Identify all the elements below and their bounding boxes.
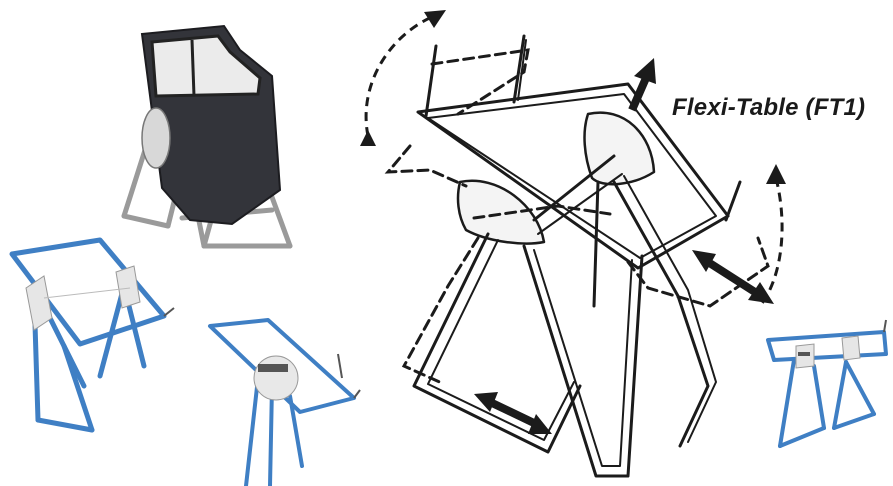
curved-dashed-arrow-top (360, 10, 446, 146)
door-on-stand-photo (121, 24, 293, 249)
blue-stand-photo-middle (208, 318, 361, 486)
flexi-table-line-drawing (360, 10, 786, 478)
blue-stand-photo-right (766, 319, 888, 448)
straight-arrow-up (628, 58, 656, 112)
double-arrow-right (692, 250, 774, 304)
curved-dashed-arrow-right (758, 164, 786, 307)
double-arrow-bottom (474, 392, 552, 434)
blue-stand-photo-left (9, 237, 175, 433)
product-caption: Flexi-Table (FT1) (672, 94, 866, 121)
car-door-panel (140, 24, 282, 226)
